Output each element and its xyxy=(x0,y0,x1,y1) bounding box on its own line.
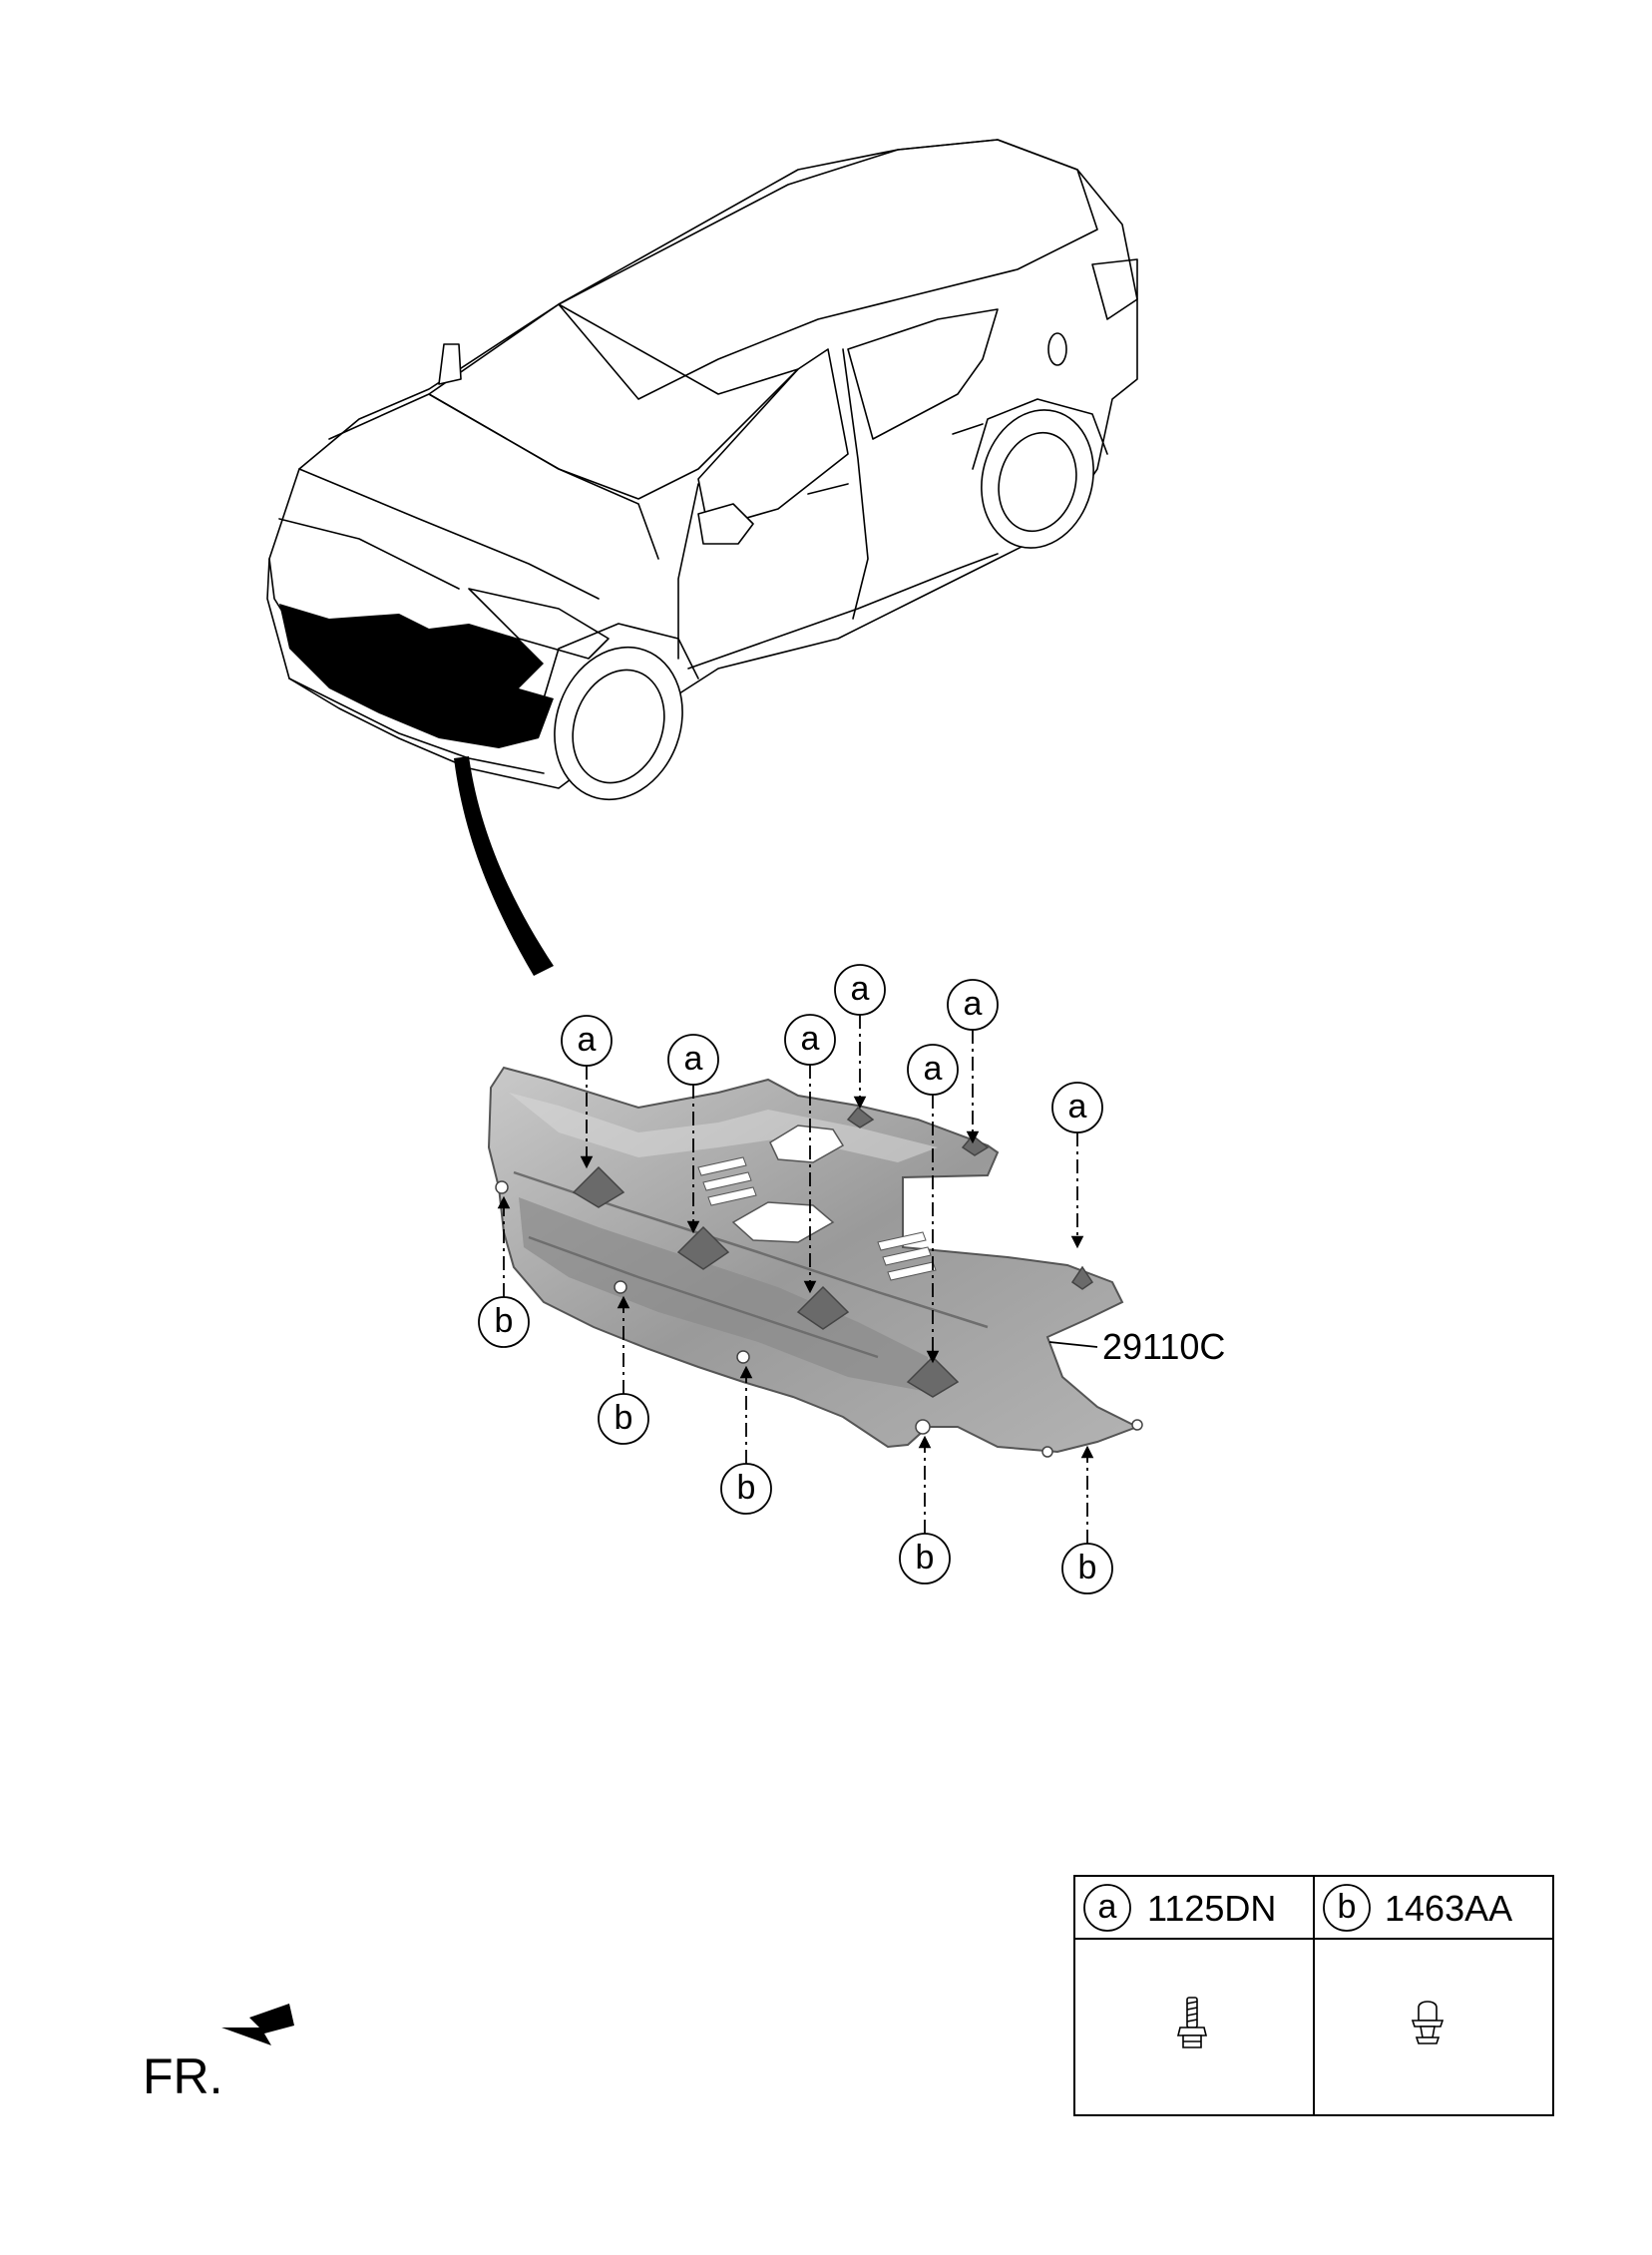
leader-lines xyxy=(497,1015,1098,1544)
car-hood-line-1 xyxy=(328,393,659,560)
panel-shade-front xyxy=(519,1197,928,1392)
panel-slots xyxy=(697,1156,937,1281)
callout-b-1: b xyxy=(478,1296,530,1348)
svg-text:a: a xyxy=(964,985,983,1023)
car-hood-line-2 xyxy=(298,468,600,600)
svg-text:b: b xyxy=(1338,1888,1357,1926)
legend-code-a: 1125DN xyxy=(1147,1888,1276,1929)
legend-table: a 1125DN b 1463AA xyxy=(1073,1875,1554,2116)
callout-a-1: a xyxy=(561,1015,613,1067)
pointer-swoosh xyxy=(454,756,554,976)
car-door-handle-front xyxy=(807,483,849,495)
car-mirror xyxy=(697,503,754,545)
car-rear-window xyxy=(847,308,999,440)
car-door-line xyxy=(842,348,869,620)
panel-mount-bosses xyxy=(572,1106,1094,1398)
fr-label: FR. xyxy=(143,2048,223,2104)
svg-text:a: a xyxy=(801,1020,820,1058)
panel-opening-upper xyxy=(769,1125,845,1163)
svg-text:b: b xyxy=(737,1469,756,1507)
vehicle-overview xyxy=(266,139,1138,976)
car-taillight xyxy=(1091,258,1138,320)
car-antenna xyxy=(438,343,462,385)
svg-text:a: a xyxy=(1098,1888,1117,1926)
car-fuel-door xyxy=(1047,332,1067,366)
car-door-handle-rear xyxy=(952,423,984,435)
callout-b-4: b xyxy=(899,1533,951,1584)
car-roof-line xyxy=(558,139,1098,400)
panel-body xyxy=(487,1066,1140,1454)
callout-a-7: a xyxy=(1051,1082,1103,1133)
car-headlight xyxy=(468,588,610,660)
car-hood-line-3 xyxy=(278,518,460,590)
svg-text:b: b xyxy=(495,1302,514,1340)
callout-a-4: a xyxy=(834,964,886,1016)
panel-holes xyxy=(495,1180,1143,1458)
car-rear-wheel xyxy=(972,398,1108,549)
car-bumper-line xyxy=(288,677,545,774)
front-arrow-icon xyxy=(221,2004,294,2045)
callout-a-2: a xyxy=(667,1034,719,1086)
legend-header-b: b 1463AA xyxy=(1323,1884,1512,1932)
legend-code-b: 1463AA xyxy=(1385,1888,1512,1929)
part-number-label: 29110C xyxy=(1102,1326,1225,1367)
under-cover-panel xyxy=(487,1066,1143,1458)
car-door-line-front xyxy=(677,483,699,660)
svg-text:b: b xyxy=(1078,1549,1097,1586)
callout-b-2: b xyxy=(598,1393,649,1445)
svg-text:a: a xyxy=(851,970,870,1008)
legend-header-a: a 1125DN xyxy=(1083,1884,1276,1932)
svg-text:a: a xyxy=(684,1040,703,1078)
car-sill xyxy=(687,553,999,670)
callout-a-6: a xyxy=(907,1044,959,1096)
car-front-wheel xyxy=(543,623,699,801)
callout-b-5: b xyxy=(1061,1543,1113,1594)
svg-text:a: a xyxy=(578,1021,597,1059)
bolt-icon xyxy=(1176,1997,1208,2048)
svg-text:b: b xyxy=(916,1539,935,1577)
callout-a-3: a xyxy=(784,1014,836,1066)
svg-text:a: a xyxy=(1068,1088,1087,1126)
clip-icon xyxy=(1411,2001,1445,2044)
svg-text:b: b xyxy=(615,1399,633,1437)
callout-b-3: b xyxy=(720,1463,772,1515)
callout-a-5: a xyxy=(947,979,999,1031)
front-direction-indicator: FR. xyxy=(143,2004,294,2104)
panel-opening-center xyxy=(731,1201,835,1243)
svg-text:a: a xyxy=(924,1050,943,1088)
car-under-cover-highlight xyxy=(279,604,554,748)
panel-rib-2 xyxy=(528,1235,879,1359)
